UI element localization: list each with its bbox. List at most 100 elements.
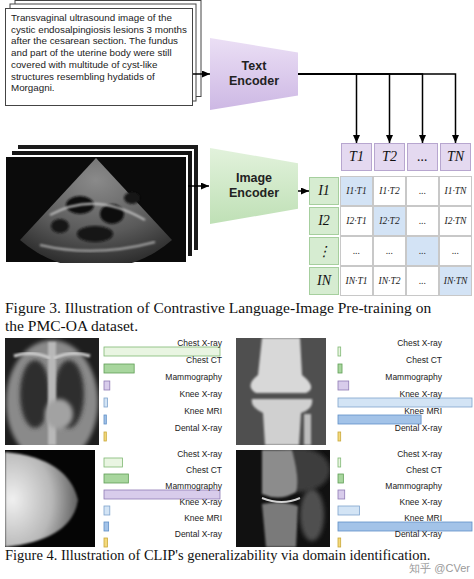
class-label: Knee X-ray xyxy=(338,498,442,507)
tibia xyxy=(262,502,298,547)
similarity-cell-matched-text: ... xyxy=(419,246,426,256)
heart xyxy=(45,399,73,429)
probability-bar xyxy=(338,458,341,467)
flow-arrow xyxy=(298,74,456,143)
cyst xyxy=(124,192,140,204)
text-embedding-text: TN xyxy=(447,149,464,165)
class-label: Dental X-ray xyxy=(338,530,442,539)
probability-bar xyxy=(104,458,123,467)
flow-arrow xyxy=(298,74,390,143)
text-embedding: T1 xyxy=(341,143,372,171)
text-embedding-text: ... xyxy=(417,149,428,165)
class-label: Knee MRI xyxy=(104,514,222,523)
probability-bar xyxy=(104,398,107,407)
similarity-cell-matched-text: IN·TN xyxy=(444,276,468,286)
caption-document: Transvaginal ultrasound image of the cys… xyxy=(5,8,193,106)
probability-bar xyxy=(338,364,342,373)
class-label: Chest X-ray xyxy=(338,339,442,348)
similarity-cell-text: I2·TN xyxy=(445,216,467,226)
class-label: Chest CT xyxy=(104,356,222,365)
class-label: Chest X-ray xyxy=(338,450,442,459)
probability-bar xyxy=(338,415,421,424)
cartilage xyxy=(262,498,300,502)
muscle xyxy=(300,489,324,541)
tissue-echo xyxy=(40,242,155,251)
class-label: Knee MRI xyxy=(338,407,442,416)
image-input-arrow xyxy=(188,185,209,187)
watermark: 知乎 @CVer xyxy=(380,562,470,575)
class-label: Dental X-ray xyxy=(104,530,222,539)
similarity-cell: ... xyxy=(406,266,439,296)
image-embedding-text: I1 xyxy=(318,183,330,199)
text-embedding-text: T1 xyxy=(349,149,364,165)
text-encoder-text: Text Encoder xyxy=(223,59,285,89)
flow-arrow xyxy=(193,73,210,75)
chest-xray-image xyxy=(5,338,99,445)
probability-bar xyxy=(104,347,220,356)
similarity-cell-text: ... xyxy=(353,246,360,256)
image-embedding: IN xyxy=(309,267,339,295)
probability-bar xyxy=(338,490,345,499)
similarity-cell-text: I1·T2 xyxy=(379,186,399,196)
probability-bar xyxy=(104,506,110,515)
class-label: Mammography xyxy=(338,373,442,382)
probability-bar xyxy=(104,415,106,424)
caption-document-text: Transvaginal ultrasound image of the cys… xyxy=(11,12,187,94)
text-embedding: ... xyxy=(407,143,438,171)
similarity-cell-matched: IN·TN xyxy=(439,266,472,296)
similarity-cell-text: IN·T2 xyxy=(379,276,401,286)
class-label: Chest X-ray xyxy=(104,339,222,348)
class-label: Knee MRI xyxy=(338,514,442,523)
class-label: Knee X-ray xyxy=(104,498,222,507)
femur xyxy=(262,450,297,498)
similarity-cell: I2·T1 xyxy=(340,206,373,236)
figure-caption: Figure 3. Illustration of Contrastive La… xyxy=(5,299,453,335)
similarity-cell-text: ... xyxy=(419,216,426,226)
probability-bar xyxy=(104,364,134,373)
image-background xyxy=(236,338,326,445)
similarity-cell: ... xyxy=(406,176,439,206)
class-label: Mammography xyxy=(104,482,222,491)
tissue-echo xyxy=(50,204,145,220)
clavicle xyxy=(14,353,90,358)
ultrasound-content xyxy=(20,158,172,263)
class-label: Mammography xyxy=(104,373,222,382)
image-embedding: I1 xyxy=(309,177,339,205)
similarity-cell-text: IN·T1 xyxy=(346,276,368,286)
mammography-image xyxy=(5,450,95,547)
image-embedding: I2 xyxy=(309,207,339,235)
image-embedding: ⋮ xyxy=(309,237,339,265)
probability-bar xyxy=(104,538,107,547)
probability-bar xyxy=(338,381,349,390)
probability-bar xyxy=(104,522,109,531)
knee-xray-image xyxy=(236,338,326,445)
text-embedding: TN xyxy=(440,143,471,171)
flow-arrow xyxy=(298,74,423,143)
encoder-shape xyxy=(210,38,298,110)
similarity-cell-text: ... xyxy=(452,246,459,256)
text-embedding-text: T2 xyxy=(382,149,397,165)
flow-arrow xyxy=(298,74,357,143)
encoder-shape xyxy=(210,148,298,224)
probability-bar xyxy=(104,474,128,483)
image-background xyxy=(5,450,95,547)
probability-bar xyxy=(104,381,110,390)
similarity-cell: IN·T2 xyxy=(373,266,406,296)
image-embedding-text: IN xyxy=(317,273,331,289)
similarity-cell: I1·T2 xyxy=(373,176,406,206)
flow-arrow xyxy=(298,190,309,192)
similarity-cell-text: ... xyxy=(419,276,426,286)
similarity-cell-matched-text: I2·T2 xyxy=(379,216,399,226)
image-encoder: Image Encoder xyxy=(210,148,298,224)
class-label: Dental X-ray xyxy=(104,424,222,433)
ultrasound-fan xyxy=(20,158,172,263)
image-embedding-text: ⋮ xyxy=(317,243,331,260)
probability-bar xyxy=(338,347,341,356)
similarity-cell: ... xyxy=(439,236,472,266)
similarity-cell-text: ... xyxy=(419,186,426,196)
class-label: Mammography xyxy=(338,482,442,491)
class-label: Knee X-ray xyxy=(104,390,222,399)
probability-bar xyxy=(338,398,472,407)
class-label: Chest CT xyxy=(104,466,222,475)
